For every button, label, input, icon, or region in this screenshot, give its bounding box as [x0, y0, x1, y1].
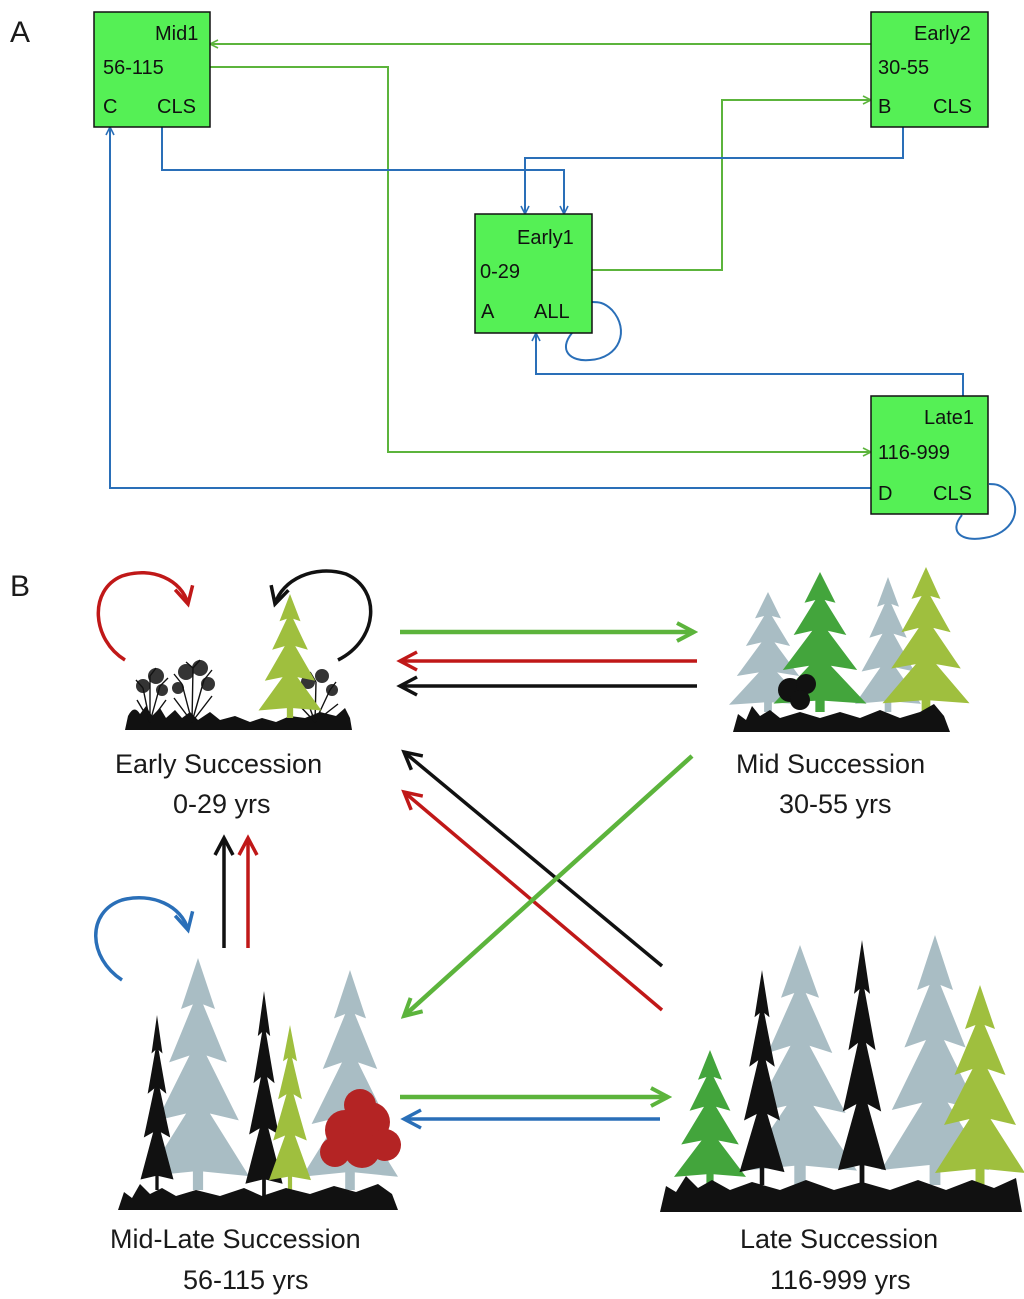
- mid-succession-illustration: [729, 567, 970, 732]
- panel-a-letter: A: [10, 16, 30, 49]
- midlate-succession-age: 56-115 yrs: [183, 1265, 309, 1295]
- box-mid1: Mid1 56-115 C CLS: [93, 11, 211, 128]
- loop-late1: [955, 483, 1017, 540]
- early-succession-name: Early Succession: [115, 749, 322, 779]
- box-late1-age: 116-999: [878, 442, 950, 464]
- late-succession-illustration: [660, 935, 1024, 1212]
- box-late1-type: CLS: [933, 483, 972, 505]
- early-self-loops: [96, 569, 373, 662]
- box-mid1-name: Mid1: [155, 23, 198, 45]
- box-early2: Early2 30-55 B CLS: [870, 11, 989, 128]
- arrow-late1-to-mid1: [110, 127, 871, 489]
- mid-succession-name: Mid Succession: [736, 749, 925, 779]
- box-early2-type: CLS: [933, 96, 972, 118]
- box-early1-name: Early1: [517, 227, 574, 249]
- midlate-succession-illustration: [118, 958, 401, 1210]
- midlate-succession-name: Mid-Late Succession: [110, 1224, 361, 1254]
- red-self-loop: [96, 571, 195, 662]
- panel-b-transitions: [213, 632, 697, 1130]
- box-mid1-code: C: [103, 96, 117, 118]
- box-mid1-age: 56-115: [103, 57, 164, 79]
- box-early2-age: 30-55: [878, 57, 929, 79]
- box-early1-code: A: [481, 301, 495, 323]
- arrow-late1-to-early1: [536, 333, 964, 396]
- box-early1: Early1 0-29 A ALL: [474, 213, 593, 334]
- box-late1-name: Late1: [924, 407, 974, 429]
- box-late1: Late1 116-999 D CLS: [870, 395, 989, 515]
- arrow-early2-to-early1: [525, 127, 904, 214]
- panel-a-connectors: [110, 44, 1017, 540]
- black-self-loop: [269, 569, 373, 662]
- panel-b-letter: B: [10, 570, 30, 603]
- black-arrow-late-to-early: [401, 749, 664, 968]
- box-early2-name: Early2: [914, 23, 971, 45]
- box-early1-age: 0-29: [480, 261, 520, 283]
- late-succession-age: 116-999 yrs: [770, 1265, 911, 1295]
- box-mid1-type: CLS: [157, 96, 196, 118]
- late-succession-name: Late Succession: [740, 1224, 938, 1254]
- green-arrow-mid-to-midlate: [404, 754, 694, 1016]
- arrow-mid1-to-late1: [210, 66, 871, 452]
- arrow-early1-to-early2: [592, 100, 871, 271]
- box-early2-code: B: [878, 96, 891, 118]
- mid-succession-age: 30-55 yrs: [779, 789, 892, 819]
- box-early1-type: ALL: [534, 301, 570, 323]
- blue-self-loop: [94, 895, 195, 982]
- early-succession-illustration: [125, 594, 352, 730]
- arrow-mid1-to-early1: [161, 127, 564, 214]
- loop-early1: [565, 301, 622, 362]
- box-late1-code: D: [878, 483, 892, 505]
- early-succession-age: 0-29 yrs: [173, 789, 271, 819]
